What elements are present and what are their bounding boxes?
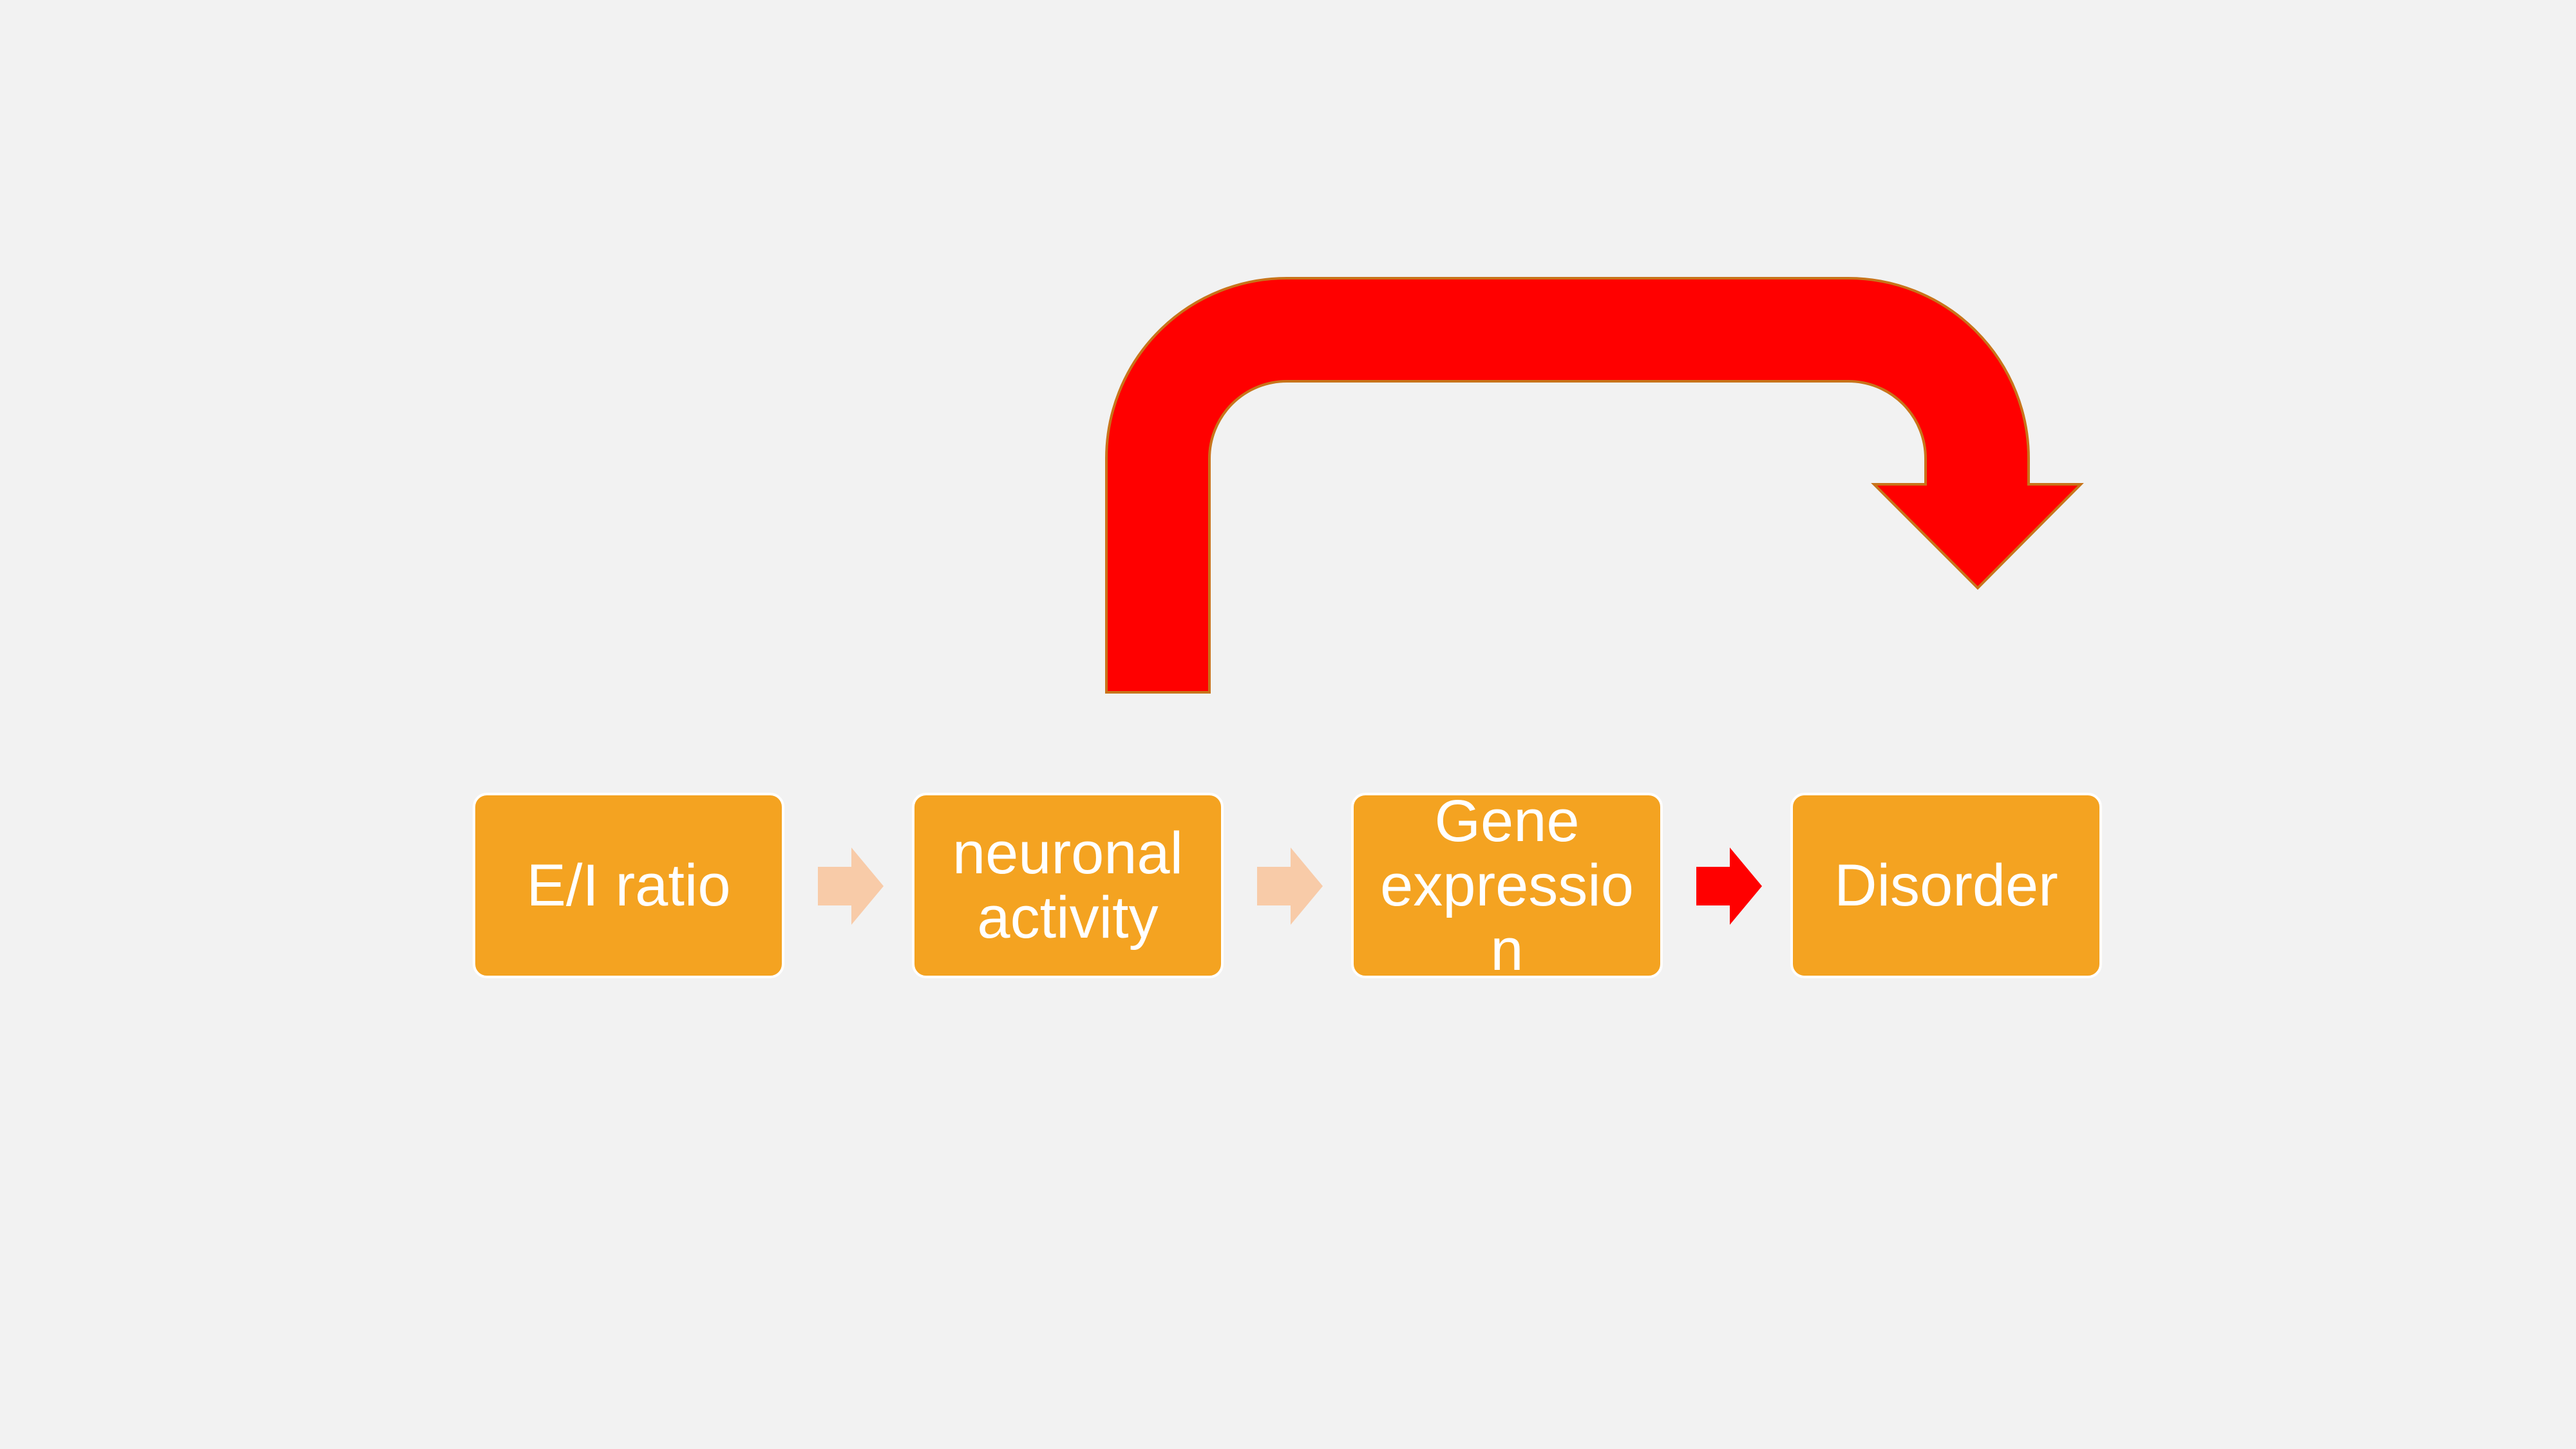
node-gene-expression-line-3: n [1490,917,1524,983]
node-ei-ratio: E/I ratio [473,793,784,978]
node-neuronal-activity-line-1: neuronal [952,820,1184,886]
flow-arrow-3 [1696,848,1762,925]
node-ei-ratio-label: E/I ratio [526,853,731,918]
node-gene-expression-line-2: expressio [1380,853,1634,918]
uturn-arrow [1105,277,2084,694]
node-neuronal-activity: neuronal activity [912,793,1224,978]
flow-arrow-2 [1257,848,1323,925]
flow-arrow-1 [818,848,884,925]
node-neuronal-activity-line-2: activity [977,885,1159,951]
node-disorder-label: Disorder [1834,853,2058,918]
node-gene-expression-line-1: Gene [1434,788,1580,854]
node-gene-expression: Gene expressio n [1351,789,1663,982]
node-disorder: Disorder [1790,793,2102,978]
